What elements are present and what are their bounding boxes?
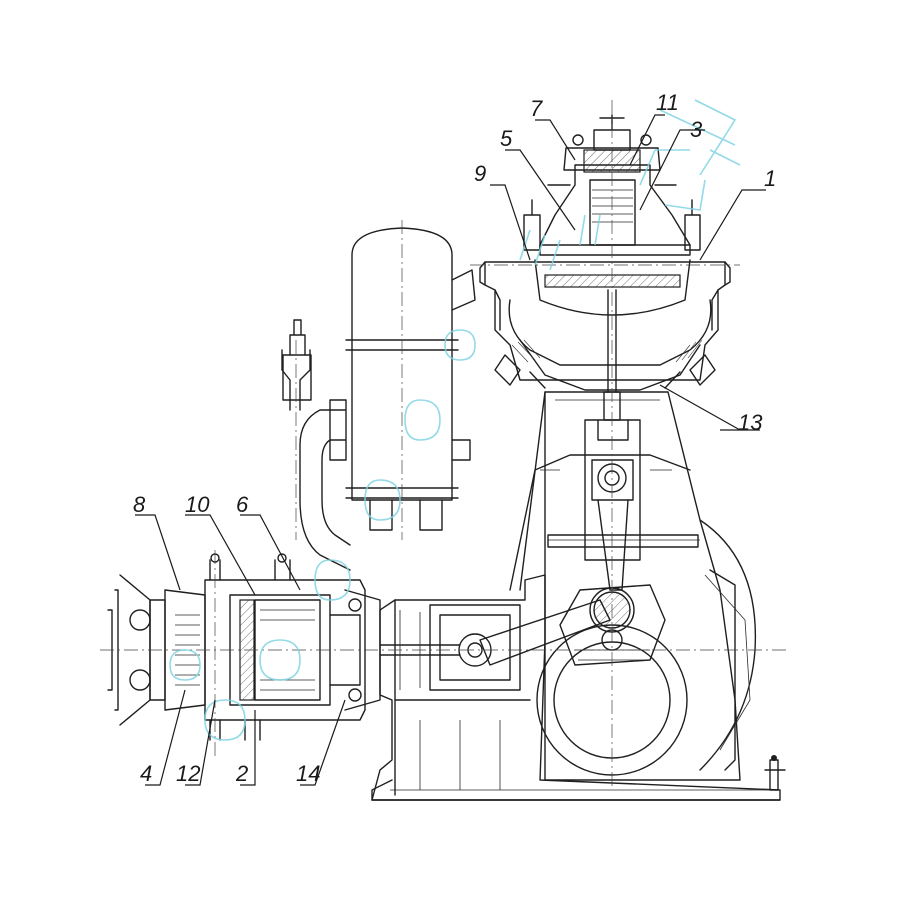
horizontal-connecting-rod	[379, 599, 611, 691]
callout-11: 11	[656, 90, 679, 115]
callout-14: 14	[296, 761, 320, 786]
leader-lines	[135, 114, 766, 786]
watermark	[169, 99, 741, 741]
callout-6: 6	[236, 492, 249, 517]
callout-2: 2	[235, 761, 248, 786]
callout-4: 4	[140, 761, 152, 786]
callout-1: 1	[764, 166, 776, 191]
callout-8: 8	[133, 492, 146, 517]
callout-9: 9	[474, 161, 486, 186]
callout-7: 7	[530, 96, 543, 121]
callout-labels: 1 3 5 7 9 11 13 8 10 6 4 12 2 14	[133, 90, 776, 786]
crankcase	[509, 391, 757, 781]
base-frame	[371, 574, 781, 801]
callout-12: 12	[176, 761, 200, 786]
center-axes	[214, 100, 740, 790]
callout-3: 3	[690, 117, 703, 142]
callout-13: 13	[738, 410, 763, 435]
vertical-cylinder	[479, 244, 731, 391]
receiver-tank	[281, 220, 476, 571]
callout-5: 5	[500, 126, 513, 151]
callout-10: 10	[185, 492, 210, 517]
vertical-crosshead	[584, 289, 641, 591]
fittings	[764, 755, 786, 791]
